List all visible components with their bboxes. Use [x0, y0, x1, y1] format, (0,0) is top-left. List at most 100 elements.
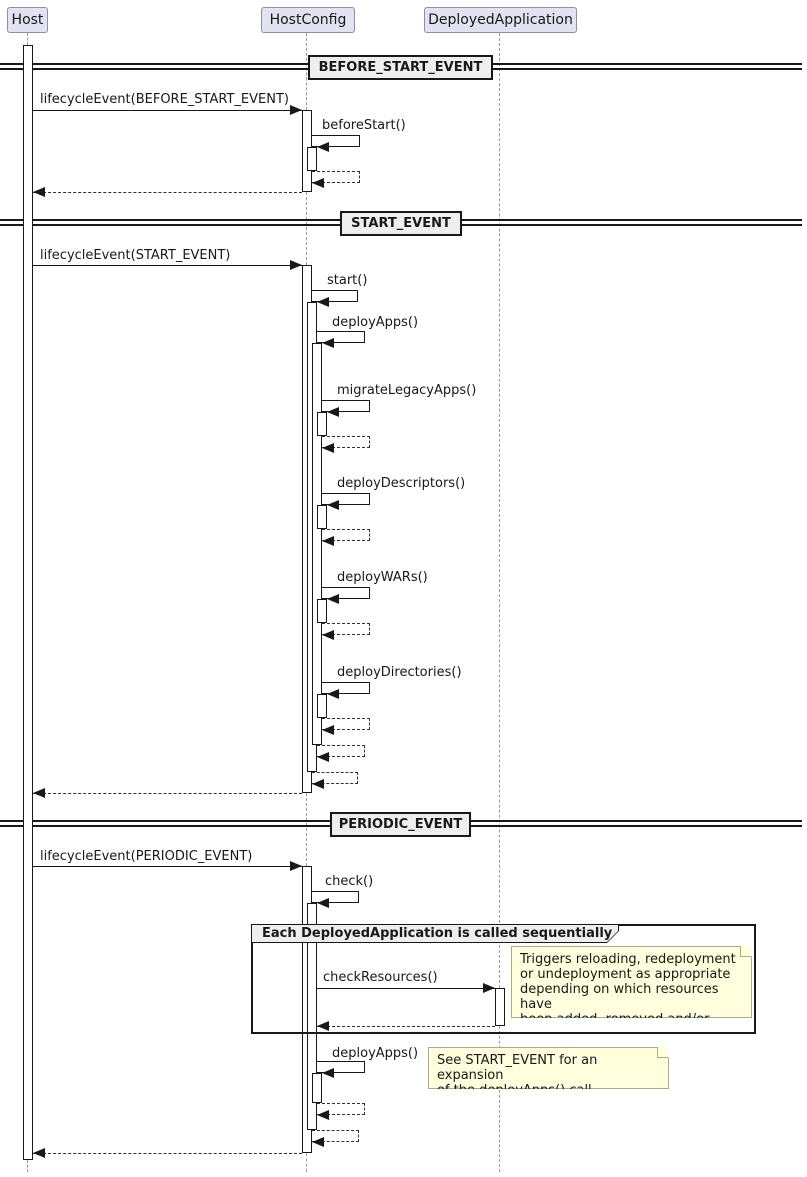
- arrowhead-left: [317, 898, 329, 908]
- return-line: [33, 192, 302, 193]
- deploydirectories-activation: [317, 694, 327, 718]
- self-call-line: [317, 1061, 365, 1073]
- participant-host-label: Host: [11, 12, 44, 28]
- beforestart-activation: [307, 147, 317, 171]
- deployedapplication-lifeline: [499, 33, 500, 988]
- host-activation: [23, 45, 33, 1160]
- message-label: lifecycleEvent(PERIODIC_EVENT): [40, 849, 253, 864]
- participant-host: Host: [7, 7, 48, 33]
- divider-before-start-event: BEFORE_START_EVENT: [308, 55, 493, 80]
- self-call-line: [312, 290, 358, 302]
- arrowhead-right: [290, 861, 302, 871]
- divider-before-start-event-label: BEFORE_START_EVENT: [318, 60, 483, 75]
- arrowhead-left: [312, 779, 324, 789]
- hostconfig-lifeline: [306, 192, 307, 265]
- note-fold-corner: [657, 1047, 668, 1058]
- participant-hostconfig: HostConfig: [261, 7, 355, 33]
- deploywars-activation: [317, 599, 327, 623]
- arrowhead-left: [327, 407, 339, 417]
- group-frame-header: Each DeployedApplication is called seque…: [251, 924, 619, 943]
- arrowhead-left: [317, 297, 329, 307]
- message-label: migrateLegacyApps(): [337, 383, 477, 398]
- self-return-line: [322, 718, 370, 730]
- hostconfig-lifeline: [306, 33, 307, 110]
- self-call-line: [322, 493, 370, 505]
- self-return-line: [322, 623, 370, 635]
- note-deploy-apps: See START_EVENT for an expansion of the …: [428, 1047, 669, 1089]
- arrowhead-left: [322, 536, 334, 546]
- message-label: deployDirectories(): [337, 665, 462, 680]
- arrowhead-left: [322, 338, 334, 348]
- self-call-line: [322, 400, 370, 412]
- check-activation: [307, 903, 317, 1130]
- hostconfig-lifeline: [306, 1153, 307, 1172]
- arrowhead-right: [290, 105, 302, 115]
- message-label: start(): [327, 273, 368, 288]
- arrowhead-right: [483, 983, 495, 993]
- message-label: deployDescriptors(): [337, 476, 466, 491]
- deployedapplication-lifeline: [499, 1026, 500, 1172]
- arrowhead-left: [33, 187, 45, 197]
- arrowhead-left: [33, 788, 45, 798]
- arrowhead-left: [322, 443, 334, 453]
- self-call-line: [322, 587, 370, 599]
- self-return-line: [312, 772, 358, 784]
- deployapps-periodic-activation: [312, 1073, 322, 1103]
- hostconfig-lifeline: [306, 793, 307, 866]
- participant-hostconfig-label: HostConfig: [269, 12, 347, 28]
- note-check-resources: Triggers reloading, redeployment or unde…: [511, 946, 752, 1018]
- self-return-line: [312, 171, 360, 183]
- message-label: deployApps(): [332, 315, 419, 330]
- self-call-line: [317, 331, 365, 343]
- arrowhead-left: [322, 630, 334, 640]
- self-call-line: [322, 682, 370, 694]
- arrowhead-left: [327, 594, 339, 604]
- message-label: beforeStart(): [322, 118, 406, 133]
- deployedapplication-activation: [495, 988, 505, 1026]
- host-lifeline: [27, 1160, 28, 1172]
- arrowhead-left: [322, 725, 334, 735]
- participant-deployedapplication-label: DeployedApplication: [428, 12, 573, 28]
- arrowhead-left: [317, 1021, 329, 1031]
- return-line: [33, 793, 302, 794]
- message-label: deployWARs(): [337, 570, 428, 585]
- group-frame-label: Each DeployedApplication is called seque…: [262, 926, 613, 941]
- arrowhead-left: [317, 142, 329, 152]
- group-frame-header-fill: Each DeployedApplication is called seque…: [252, 925, 618, 942]
- arrowhead-left: [33, 1148, 45, 1158]
- self-return-line: [312, 1130, 359, 1142]
- arrowhead-right: [290, 260, 302, 270]
- message-line: [33, 265, 302, 266]
- divider-start-event-label: START_EVENT: [351, 216, 451, 231]
- deployapps-activation: [312, 343, 322, 745]
- self-return-line: [317, 1103, 365, 1115]
- divider-periodic-event: PERIODIC_EVENT: [330, 812, 471, 837]
- self-return-line: [322, 436, 370, 448]
- return-line: [317, 1026, 495, 1027]
- arrowhead-left: [312, 1137, 324, 1147]
- arrowhead-left: [317, 1110, 329, 1120]
- message-line: [33, 110, 302, 111]
- deploydescriptors-activation: [317, 505, 327, 529]
- message-label: check(): [325, 874, 374, 889]
- note-fold-corner: [740, 946, 751, 957]
- message-label: lifecycleEvent(BEFORE_START_EVENT): [40, 92, 289, 107]
- participant-deployedapplication: DeployedApplication: [424, 7, 577, 33]
- host-lifeline: [27, 33, 28, 45]
- self-call-line: [312, 135, 360, 147]
- divider-periodic-event-label: PERIODIC_EVENT: [338, 817, 463, 832]
- self-return-line: [317, 745, 365, 757]
- migratelegacyapps-activation: [317, 412, 327, 436]
- group-frame: Each DeployedApplication is called seque…: [251, 924, 756, 1034]
- arrowhead-left: [327, 500, 339, 510]
- message-label: deployApps(): [332, 1046, 419, 1061]
- self-call-line: [312, 891, 359, 903]
- arrowhead-left: [322, 1068, 334, 1078]
- return-line: [33, 1153, 302, 1154]
- message-label: checkResources(): [323, 970, 438, 985]
- message-line: [33, 866, 302, 867]
- arrowhead-left: [317, 752, 329, 762]
- arrowhead-left: [327, 689, 339, 699]
- self-return-line: [322, 529, 370, 541]
